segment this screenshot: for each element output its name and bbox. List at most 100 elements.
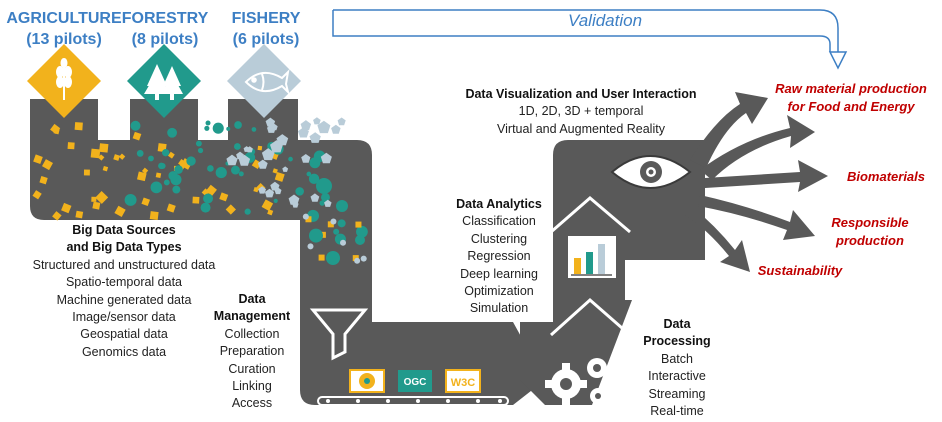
agriculture-particle	[52, 211, 62, 221]
fishery-particle	[246, 146, 253, 153]
forestry-particle	[212, 122, 224, 134]
sources-item: Structured and unstructured data	[32, 257, 216, 272]
fishery-particle	[276, 134, 289, 146]
agriculture-particle	[33, 154, 43, 165]
processing-title-2: Processing	[643, 334, 711, 349]
agriculture-particle	[225, 204, 236, 215]
forestry-particle	[233, 143, 241, 150]
agriculture-particle	[61, 202, 72, 214]
agriculture-particle	[318, 254, 325, 261]
sources-item: Geospatial data	[80, 327, 168, 342]
validation-label: Validation	[568, 11, 643, 30]
output-line: for Food and Energy	[787, 99, 915, 114]
forestry-particle	[234, 121, 242, 129]
forestry-particle	[136, 150, 144, 157]
fishery-particle	[288, 194, 300, 205]
processing-item: Streaming	[648, 386, 706, 401]
fishery-particle	[313, 117, 321, 125]
forestry-particle	[333, 228, 340, 235]
forestry-particle	[336, 200, 348, 212]
visualization-title: Data Visualization and User Interaction	[465, 87, 697, 101]
agriculture-particle	[102, 165, 109, 172]
sector-fishery: FISHERY (6 pilots)	[218, 8, 314, 50]
agriculture-particle	[219, 192, 229, 202]
visualization-block: Data Visualization and User Interaction …	[446, 86, 716, 138]
analytics-item: Clustering	[470, 231, 528, 246]
pipeline-chevron	[549, 297, 631, 337]
arrow-raw-material-2	[700, 115, 815, 180]
agriculture-particle	[167, 151, 175, 159]
agriculture-particle	[41, 159, 53, 171]
forestry-particle	[244, 208, 251, 215]
agriculture-particle	[32, 190, 42, 200]
forestry-particle	[148, 155, 154, 162]
agriculture-particle	[98, 154, 105, 161]
forestry-particle	[162, 149, 170, 157]
fishery-diamond	[227, 44, 301, 118]
agriculture-particle	[90, 148, 101, 159]
fishery-particle	[307, 243, 314, 250]
analytics-item: Classification	[462, 214, 536, 229]
sources-title-1: Big Data Sources	[72, 223, 176, 237]
processing-item: Interactive	[648, 369, 706, 384]
fishery-particle	[257, 159, 268, 169]
agriculture-particle	[251, 159, 262, 170]
output-arrows	[684, 92, 828, 272]
forestry-particle	[316, 178, 332, 194]
forestry-particle	[309, 157, 321, 169]
agriculture-particle	[53, 128, 60, 135]
forestry-particle	[163, 179, 170, 186]
agriculture-diamond	[27, 44, 101, 118]
agriculture-particle	[118, 153, 126, 160]
forestry-particle	[174, 165, 183, 174]
agriculture-particle	[95, 190, 109, 204]
sector-agriculture-name: AGRICULTURE	[6, 10, 122, 27]
sector-agriculture-pilots: (13 pilots)	[26, 31, 102, 48]
analytics-item: Deep learning	[460, 266, 538, 281]
fishery-particle	[309, 132, 321, 143]
w3c-logo-icon: W3C	[445, 369, 481, 393]
agriculture-particle	[261, 199, 274, 211]
fishery-particle	[226, 154, 238, 166]
wheat-icon	[56, 58, 72, 100]
fishery-particle	[331, 124, 341, 134]
forestry-particle	[231, 165, 240, 175]
forestry-particle	[158, 162, 165, 170]
management-item: Curation	[228, 361, 276, 376]
arrow-raw-material	[690, 92, 768, 168]
funnel-icon	[309, 308, 369, 361]
arrow-sustainability	[684, 205, 750, 272]
management-item: Access	[231, 396, 273, 411]
forestry-particle	[337, 219, 346, 228]
conveyor-belt	[317, 396, 509, 406]
forestry-particle	[319, 200, 325, 206]
processing-item: Batch	[661, 351, 693, 366]
analytics-block: Data Analytics Classification Clustering…	[446, 196, 552, 318]
agriculture-particle	[257, 145, 263, 151]
forestry-particle	[195, 140, 202, 147]
fishery-particle	[261, 148, 275, 161]
fishery-particle	[301, 154, 311, 163]
processing-block: Data Processing Batch Interactive Stream…	[636, 316, 718, 420]
agriculture-particle	[253, 186, 259, 193]
agriculture-particle	[267, 209, 274, 216]
management-block: Data Management Collection Preparation C…	[204, 291, 300, 413]
fishery-particle	[265, 117, 276, 127]
sources-block: Big Data Sources and Big Data Types Stru…	[8, 222, 240, 361]
fishery-particle	[340, 239, 347, 246]
agriculture-particle	[205, 184, 217, 196]
output-biomaterials: Biomaterials	[838, 168, 934, 186]
agriculture-particle	[274, 171, 285, 182]
forestry-particle	[308, 173, 320, 184]
cube-standard-icon	[349, 369, 385, 393]
fish-icon	[244, 69, 290, 96]
fishery-particle	[320, 152, 332, 164]
sector-forestry: FORESTRY (8 pilots)	[110, 8, 220, 50]
forestry-particle	[306, 171, 312, 177]
processing-title-1: Data	[663, 317, 691, 331]
agriculture-particle	[137, 171, 147, 182]
fishery-particle	[264, 188, 275, 198]
fishery-particle	[317, 120, 331, 134]
agriculture-particle	[272, 168, 278, 174]
forestry-particle	[200, 202, 211, 213]
